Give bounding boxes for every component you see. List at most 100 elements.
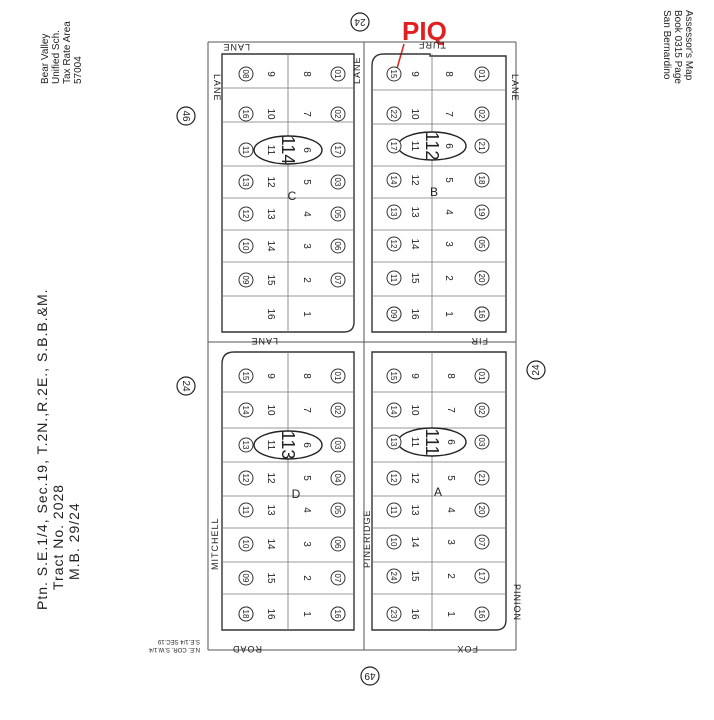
parcel-number: 05 [333,506,342,515]
lot-number: 13 [409,206,420,218]
parcel-circle [386,172,402,188]
lot-number: 6 [301,442,312,448]
parcel-circle [386,568,402,584]
parcel-circle [330,142,346,158]
parcel-circle [474,568,490,584]
parcel-circle [330,502,346,518]
parcel-number: 15 [389,372,398,381]
lot-number: 9 [409,71,420,77]
street-lane-left: LANE [212,74,222,102]
parcel-number: 17 [389,142,398,151]
parcel-circle [330,606,346,622]
parcel-circle [474,434,490,450]
parcel-circle [474,534,490,550]
parcel-number: 17 [477,572,486,581]
parcel-circle [386,66,402,82]
parcel-circle [330,536,346,552]
street-fox: FOX [456,644,478,654]
parcel-circle [330,570,346,586]
parcel-circle [386,368,402,384]
book-number-111: 111 [422,428,442,455]
parcel-number: 01 [477,372,486,381]
parcel-circle [386,434,402,450]
parcel-circle [386,606,402,622]
lot-number: 9 [265,71,276,77]
parcel-circle [474,236,490,252]
lot-number: 12 [265,472,276,484]
block-112-outline [371,53,507,333]
parcel-number: 12 [241,210,250,219]
street-road: ROAD [232,644,262,654]
parcel-number: 09 [241,276,250,285]
parcel-circle [386,502,402,518]
lot-number: 14 [409,536,420,548]
parcel-circle [238,66,254,82]
lot-number: 14 [265,240,276,252]
street-lane-mid: LANE [352,56,362,84]
parcel-circle [474,606,490,622]
parcel-circle [386,402,402,418]
page-ref-top: 24 [354,16,366,27]
street-lane-middle: LANE [250,336,278,346]
lot-number: 3 [445,539,456,545]
lot-number: 3 [443,241,454,247]
parcel-number: 09 [389,310,398,319]
parcel-circle [474,138,490,154]
parcel-circle [386,106,402,122]
street-lane-top: LANE [222,42,250,52]
lot-number: 8 [443,71,454,77]
parcel-circle [474,204,490,220]
parcel-number: 12 [241,474,250,483]
parcel-number: 05 [333,210,342,219]
road-lines [207,41,517,651]
lot-number: 9 [409,373,420,379]
lot-number: 15 [265,572,276,584]
parcel-circle [474,368,490,384]
parcel-circle [330,66,346,82]
lot-number: 8 [445,373,456,379]
lot-number: 7 [445,407,456,413]
page-ref-left-mid: 24 [180,380,191,392]
parcel-circle [330,470,346,486]
street-turf: TURF [418,40,446,50]
parcel-number: 13 [241,178,250,187]
lot-number: 16 [265,608,276,620]
parcel-number: 08 [241,70,250,79]
piq-label: PIQ [402,16,447,46]
lot-number: 6 [301,147,312,153]
parcel-number: 16 [241,110,250,119]
parcel-number: 01 [333,70,342,79]
block-114-outline [221,53,355,333]
block-111-outline [371,351,507,631]
page-ref-left-top: 46 [180,110,191,122]
lot-number: 6 [445,439,456,445]
lot-number: 5 [301,475,312,481]
lot-number: 11 [409,437,420,448]
parcel-number: 14 [241,406,250,415]
lot-number: 15 [409,272,420,284]
parcel-number: 14 [389,406,398,415]
parcel-number: 15 [389,70,398,79]
lot-number: 3 [301,243,312,249]
parcel-number: 10 [389,538,398,547]
parcel-circle [386,470,402,486]
parcel-number: 13 [389,438,398,447]
parcel-number: 16 [333,610,342,619]
lot-number: 13 [265,504,276,516]
parcel-number: 03 [333,441,342,450]
parcel-circle [238,502,254,518]
book-number-112: 112 [422,132,442,161]
lot-number: 2 [443,275,454,281]
lot-number: 7 [301,407,312,413]
lot-number: 12 [409,472,420,484]
parcel-number: 02 [477,110,486,119]
parcel-number: 11 [389,274,398,283]
lot-number: 7 [301,111,312,117]
parcel-number: 11 [389,506,398,515]
lot-number: 13 [265,208,276,220]
parcel-number: 15 [241,372,250,381]
parcel-circle [474,502,490,518]
parcel-number: 19 [477,208,486,217]
lot-number: 2 [301,277,312,283]
lot-number: 11 [265,440,276,451]
